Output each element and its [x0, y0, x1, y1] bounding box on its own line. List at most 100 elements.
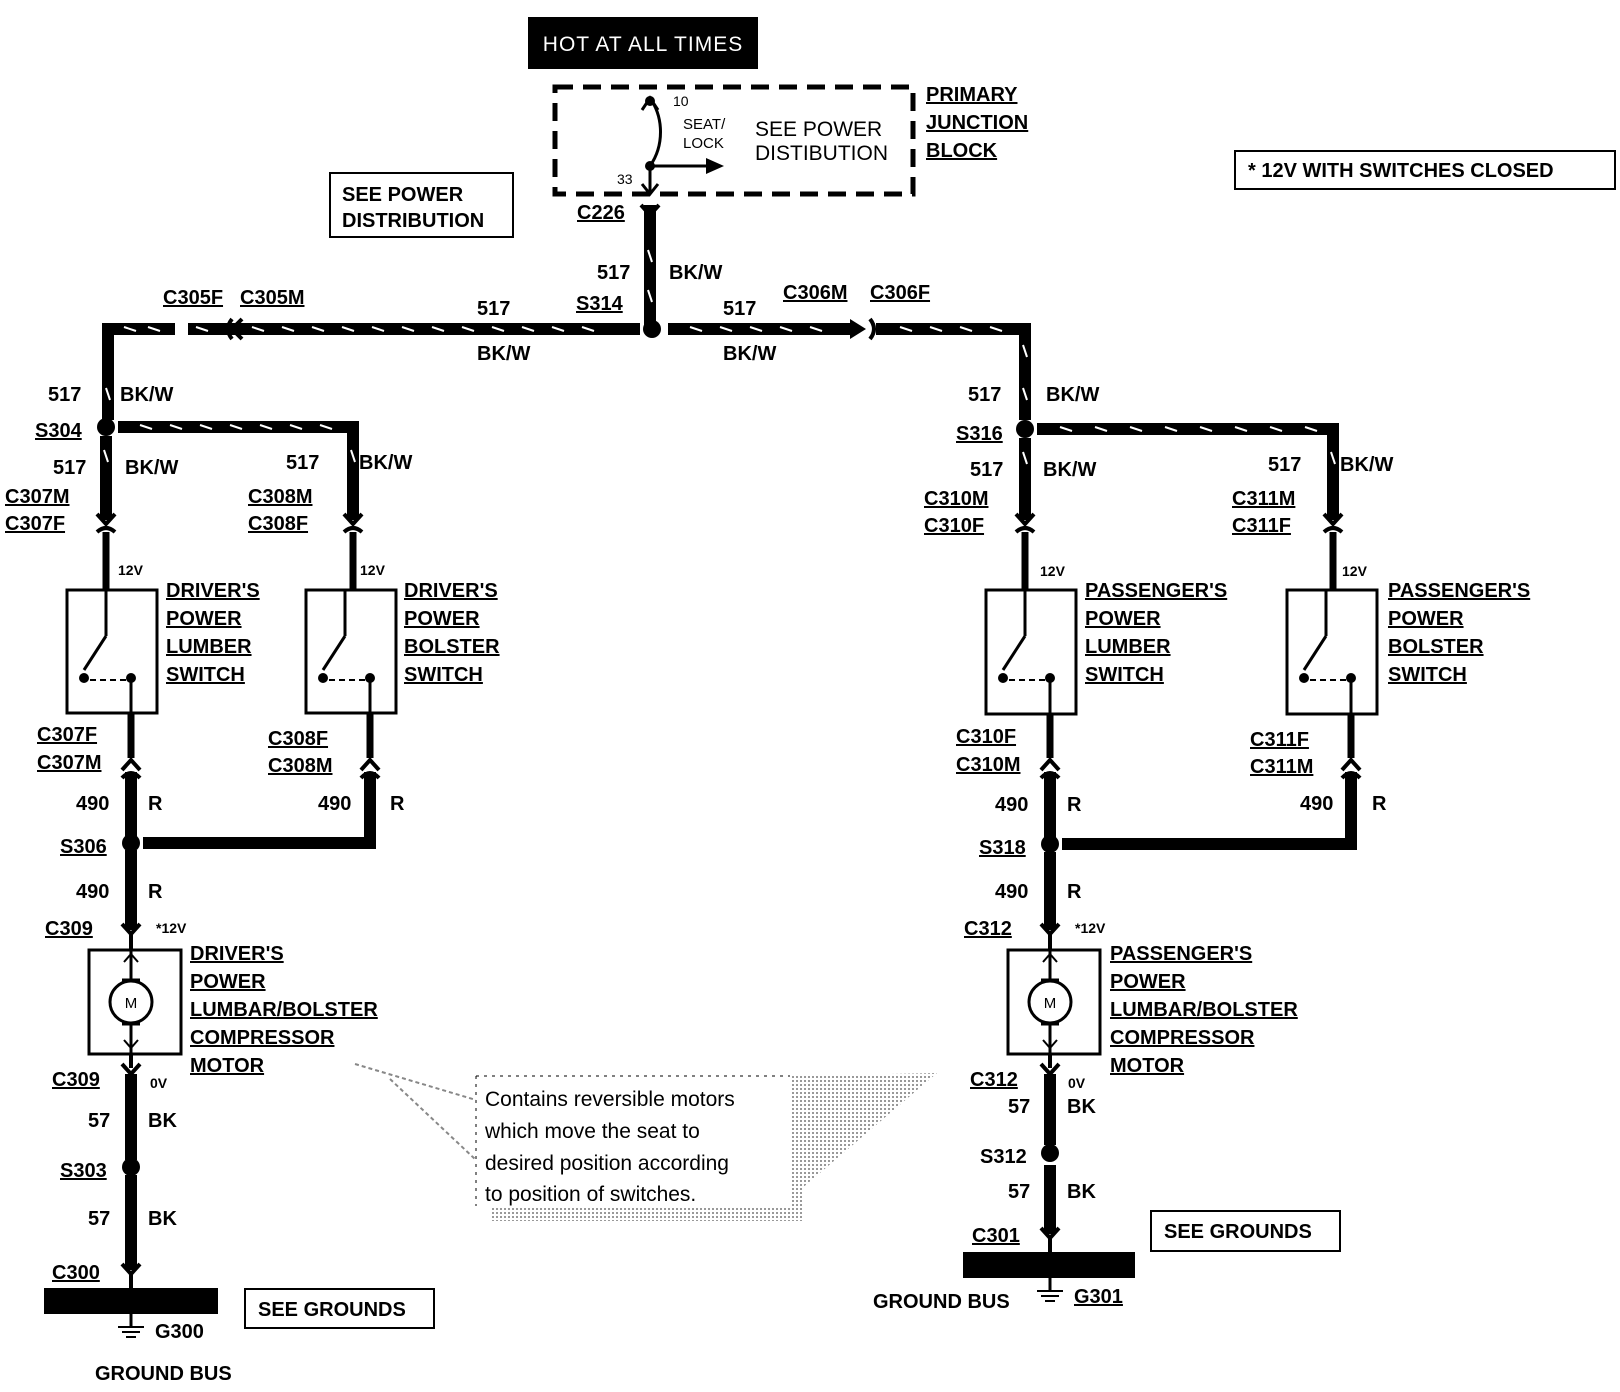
c307m-bottom-label: C307M — [37, 752, 101, 774]
pass-bolster-out-wire-number: 490 — [1300, 793, 1333, 815]
ground-symbol-g301 — [1037, 1278, 1063, 1302]
pjb-fuse-label-1: SEAT/ — [683, 116, 726, 133]
c308f-bottom-label: C308F — [268, 728, 328, 750]
s314-label: S314 — [576, 293, 624, 315]
c310f-bottom-label: C310F — [956, 726, 1016, 748]
ground-symbol-g300 — [118, 1314, 144, 1338]
driver-motor-name-5: MOTOR — [190, 1055, 265, 1077]
splice-s314 — [643, 320, 661, 338]
note-text: * 12V WITH SWITCHES CLOSED — [1248, 160, 1554, 182]
c311m-bottom-label: C311M — [1250, 756, 1313, 778]
wire-517-s316-branches — [1014, 423, 1344, 590]
driver-lumbar-switch-name-4: SWITCH — [166, 664, 245, 686]
driver-ground-wire-number-2: 57 — [88, 1208, 110, 1230]
pass-motor-name-1: PASSENGER'S — [1110, 943, 1252, 965]
see-power-distribution-box — [329, 172, 514, 238]
pass-bolster-12v: 12V — [1342, 563, 1368, 579]
driver-lumbar-out-wire-color: R — [148, 793, 163, 815]
pass-lumbar-switch-name-3: LUMBER — [1085, 636, 1171, 658]
pass-bolster-out-wire-color: R — [1372, 793, 1387, 815]
callout-line-2: which move the seat to — [484, 1120, 700, 1143]
pass-bolster-switch-name-2: POWER — [1388, 608, 1464, 630]
bus-right-wire-number: 517 — [723, 298, 756, 320]
c309-top-label: C309 — [45, 918, 93, 940]
driver-bolster-switch-name-4: SWITCH — [404, 664, 483, 686]
hot-at-all-times-label: HOT AT ALL TIMES — [543, 33, 743, 56]
pass-lumbar-switch — [984, 588, 1078, 716]
see-grounds-right-box — [1150, 1210, 1341, 1252]
s312-label: S312 — [980, 1146, 1027, 1168]
pass-ground-wire-color-2: BK — [1067, 1181, 1096, 1203]
left-drop-wire-color: BK/W — [120, 384, 173, 406]
c301-label: C301 — [972, 1225, 1020, 1247]
driver-lumbar-switch-name-2: POWER — [166, 608, 242, 630]
driver-bolster-wire-color: BK/W — [359, 452, 412, 474]
pass-motor-name-4: COMPRESSOR — [1110, 1027, 1255, 1049]
wire-57-left — [120, 1054, 142, 1288]
wire-517-feed — [639, 203, 661, 329]
ground-bus-left-label: GROUND BUS — [95, 1363, 232, 1385]
pass-lumbar-out-wire-number: 490 — [995, 794, 1028, 816]
feed-wire-color: BK/W — [669, 262, 722, 284]
driver-lumbar-out-wire-number: 490 — [76, 793, 109, 815]
right-drop-wire-color: BK/W — [1046, 384, 1099, 406]
pass-motor-12v: *12V — [1075, 920, 1106, 936]
c312-bottom-label: C312 — [970, 1069, 1018, 1091]
driver-bolster-switch — [304, 588, 398, 715]
g301-label: G301 — [1074, 1286, 1123, 1308]
c306m-label: C306M — [783, 282, 847, 304]
driver-motor-feed-wire-color: R — [148, 881, 163, 903]
splice-s306 — [122, 834, 140, 852]
pass-lumbar-wire-color: BK/W — [1043, 459, 1096, 481]
pass-bolster-switch-name-1: PASSENGER'S — [1388, 580, 1530, 602]
motor-callout — [354, 1063, 937, 1221]
bus-left-wire-number: 517 — [477, 298, 510, 320]
c305f-label: C305F — [163, 287, 223, 309]
see-power-distribution-2: DISTRIBUTION — [342, 210, 484, 232]
pjb-see-power-1: SEE POWER — [755, 118, 882, 141]
driver-motor-name-1: DRIVER'S — [190, 943, 284, 965]
feed-wire-number: 517 — [597, 262, 630, 284]
note-box — [1234, 150, 1616, 190]
driver-bolster-wire-number: 517 — [286, 452, 319, 474]
driver-bolster-switch-name-2: POWER — [404, 608, 480, 630]
pass-ground-wire-color-1: BK — [1067, 1096, 1096, 1118]
driver-motor-0v: 0V — [150, 1075, 168, 1091]
wire-490-left — [120, 713, 381, 950]
pass-lumbar-switch-name-1: PASSENGER'S — [1085, 580, 1227, 602]
pass-motor-name-2: POWER — [1110, 971, 1186, 993]
see-grounds-left: SEE GROUNDS — [258, 1299, 406, 1321]
splice-s312 — [1041, 1144, 1059, 1162]
pass-bolster-switch-name-3: BOLSTER — [1388, 636, 1484, 658]
driver-motor-feed-wire-number: 490 — [76, 881, 109, 903]
pjb-name-1: PRIMARY — [926, 84, 1018, 106]
c305m-label: C305M — [240, 287, 304, 309]
pass-bolster-wire-color: BK/W — [1340, 454, 1393, 476]
left-drop-wire-number: 517 — [48, 384, 81, 406]
driver-ground-wire-number-1: 57 — [88, 1110, 110, 1132]
driver-bolster-out-wire-color: R — [390, 793, 405, 815]
driver-bolster-switch-name-1: DRIVER'S — [404, 580, 498, 602]
pass-lumbar-12v: 12V — [1040, 563, 1066, 579]
driver-motor-symbol: M — [125, 995, 138, 1012]
see-power-distribution-1: SEE POWER — [342, 184, 464, 206]
driver-lumbar-wire-color: BK/W — [125, 457, 178, 479]
c311f-top-label: C311F — [1232, 515, 1291, 537]
wire-517-bus-left — [102, 317, 640, 420]
pass-bolster-switch — [1285, 588, 1379, 716]
pjb-pin-10: 10 — [673, 93, 689, 109]
ground-bus-left — [44, 1288, 218, 1314]
pass-lumbar-wire-number: 517 — [970, 459, 1003, 481]
c310m-bottom-label: C310M — [956, 754, 1020, 776]
pass-motor-name-3: LUMBAR/BOLSTER — [1110, 999, 1298, 1021]
pass-ground-wire-number-2: 57 — [1008, 1181, 1030, 1203]
ground-bus-right — [963, 1252, 1135, 1278]
see-grounds-right: SEE GROUNDS — [1164, 1221, 1312, 1243]
pjb-pin-33: 33 — [617, 171, 633, 187]
driver-bolster-out-wire-number: 490 — [318, 793, 351, 815]
driver-bolster-12v: 12V — [360, 562, 386, 578]
c310f-top-label: C310F — [924, 515, 984, 537]
pass-ground-wire-number-1: 57 — [1008, 1096, 1030, 1118]
wire-57-right — [1039, 1054, 1061, 1252]
